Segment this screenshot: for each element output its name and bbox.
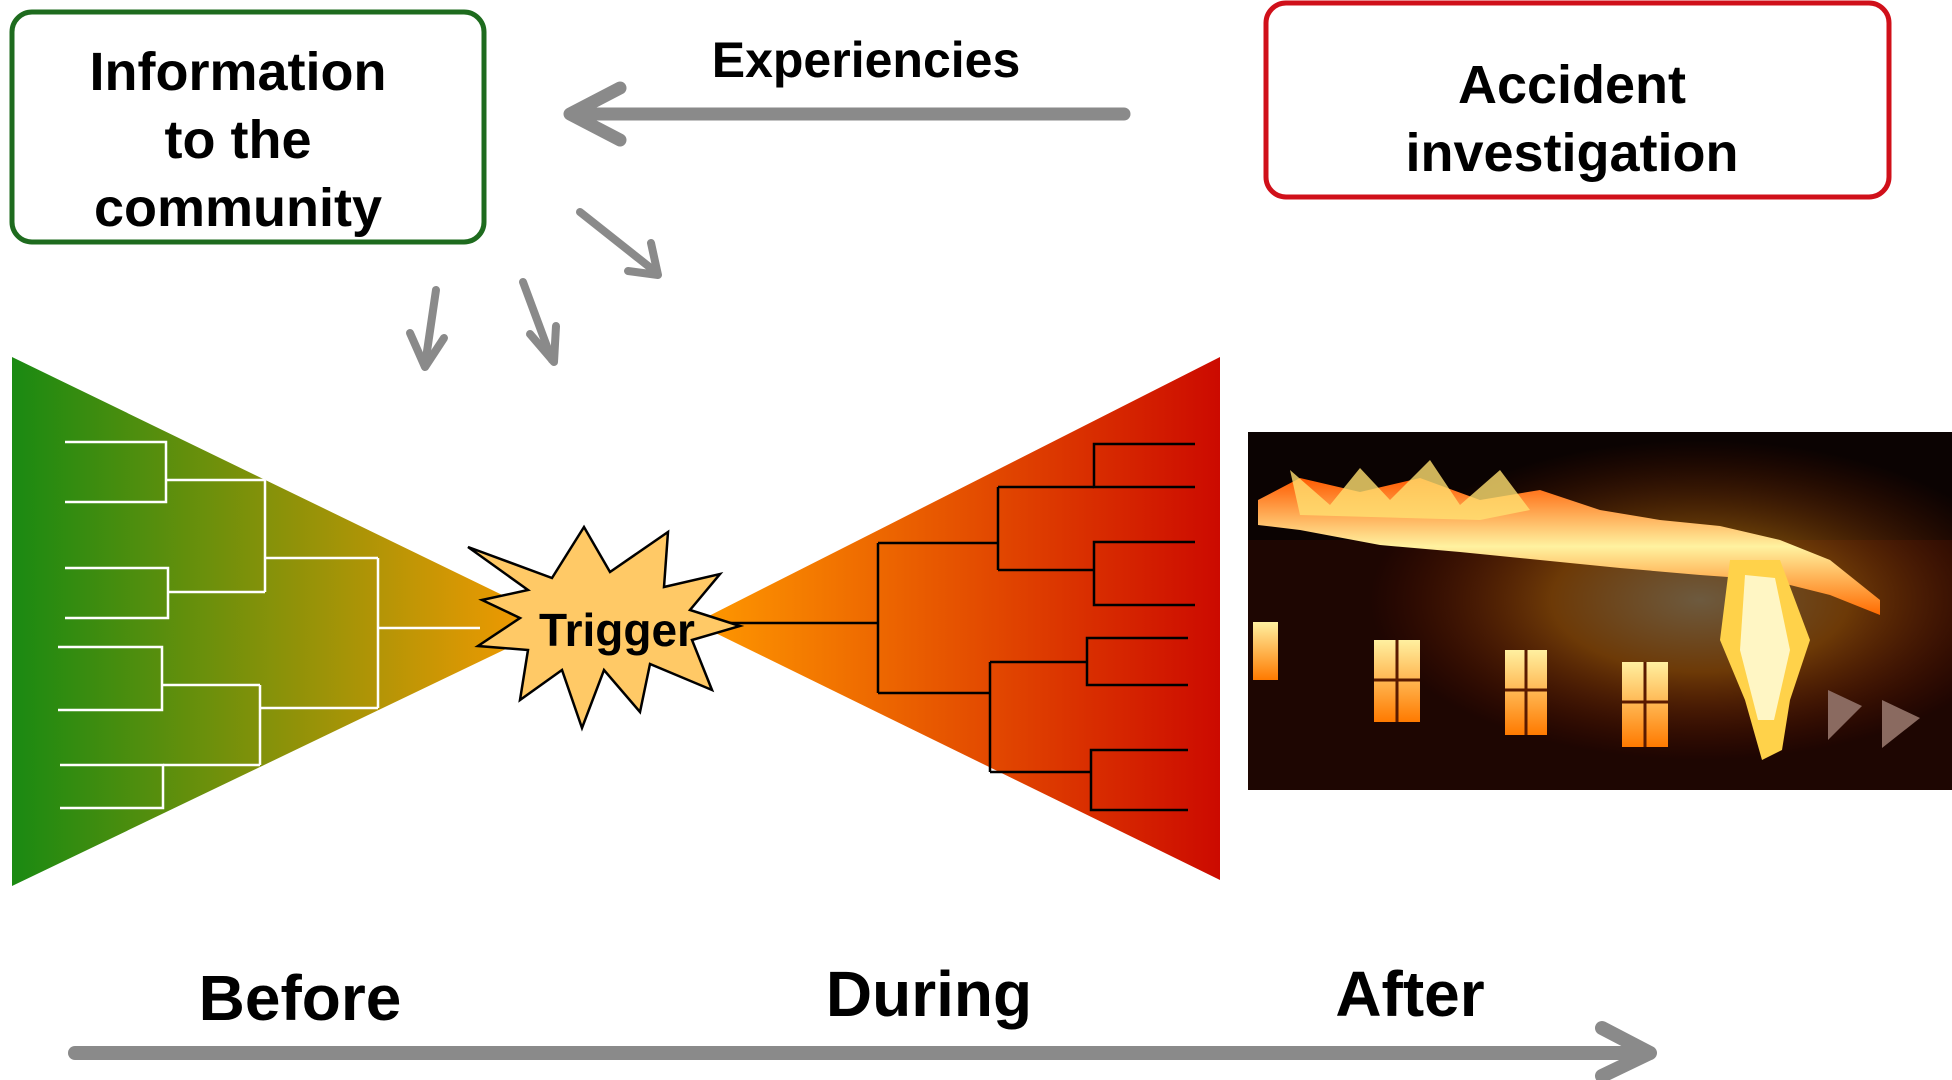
info-flow-arrows: [406, 208, 662, 371]
experiences-arrow: [563, 81, 1131, 147]
info-arrow-2: [519, 278, 560, 366]
causes-fault-tree: [58, 440, 480, 810]
info-arrow-1: [406, 286, 448, 371]
consequences-fault-tree: [710, 442, 1195, 812]
info-arrow-3: [576, 208, 662, 279]
timeline-arrow: [68, 1021, 1657, 1080]
information-box-line-2: to the: [165, 110, 312, 170]
information-box-line-3: community: [94, 178, 382, 238]
timeline-after: After: [1335, 958, 1484, 1030]
timeline-before: Before: [199, 962, 402, 1034]
causes-triangle: [12, 357, 560, 886]
timeline-during: During: [826, 958, 1032, 1030]
information-box-line-1: Information: [90, 42, 387, 102]
accident-investigation-box: Accident investigation: [1263, 0, 1892, 200]
consequences-triangle: [695, 357, 1220, 880]
accident-box-line-1: Accident: [1458, 55, 1686, 115]
building-fire-photo: [1248, 432, 1952, 790]
experiences-label: Experiencies: [712, 32, 1021, 88]
trigger-label: Trigger: [539, 604, 695, 656]
information-box: Information to the community: [9, 9, 487, 245]
accident-box-line-2: investigation: [1405, 123, 1738, 183]
trigger-burst: Trigger: [467, 524, 745, 732]
